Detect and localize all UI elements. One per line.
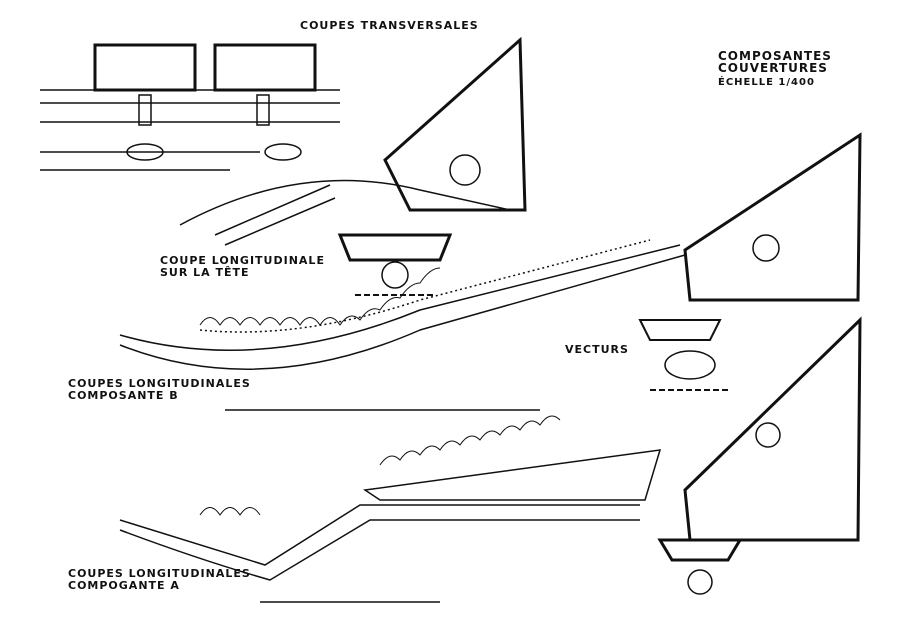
head-section bbox=[179, 36, 527, 296]
head-section-line-1: COUPE LONGITUDINALE bbox=[160, 254, 325, 267]
composante-a-line-1: COUPES LONGITUDINALES bbox=[68, 567, 251, 580]
composante-b-line-2: COMPOSANTE B bbox=[68, 389, 179, 402]
label-head-section: COUPE LONGITUDINALE SUR LA TÊTE bbox=[160, 255, 325, 279]
vegetation bbox=[199, 267, 561, 516]
label-vectors: VECTURS bbox=[565, 343, 629, 356]
title-line-1: COMPOSANTES bbox=[718, 49, 832, 63]
section-composante-a bbox=[119, 316, 862, 603]
sheet-title: COMPOSANTES COUVERTURES ÉCHELLE 1/400 bbox=[718, 50, 832, 89]
label-transversal-sections: COUPES TRANSVERSALES bbox=[300, 19, 479, 32]
composante-b-line-1: COUPES LONGITUDINALES bbox=[68, 377, 251, 390]
transversal-sections bbox=[40, 43, 340, 171]
head-section-line-2: SUR LA TÊTE bbox=[160, 266, 250, 279]
section-composante-b bbox=[119, 132, 862, 411]
composante-a-line-2: COMPOGANTE A bbox=[68, 579, 180, 592]
label-composante-b: COUPES LONGITUDINALES COMPOSANTE B bbox=[68, 378, 251, 402]
title-line-2: COUVERTURES bbox=[718, 61, 828, 75]
label-composante-a: COUPES LONGITUDINALES COMPOGANTE A bbox=[68, 568, 251, 592]
scale-label: ÉCHELLE 1/400 bbox=[718, 77, 815, 88]
